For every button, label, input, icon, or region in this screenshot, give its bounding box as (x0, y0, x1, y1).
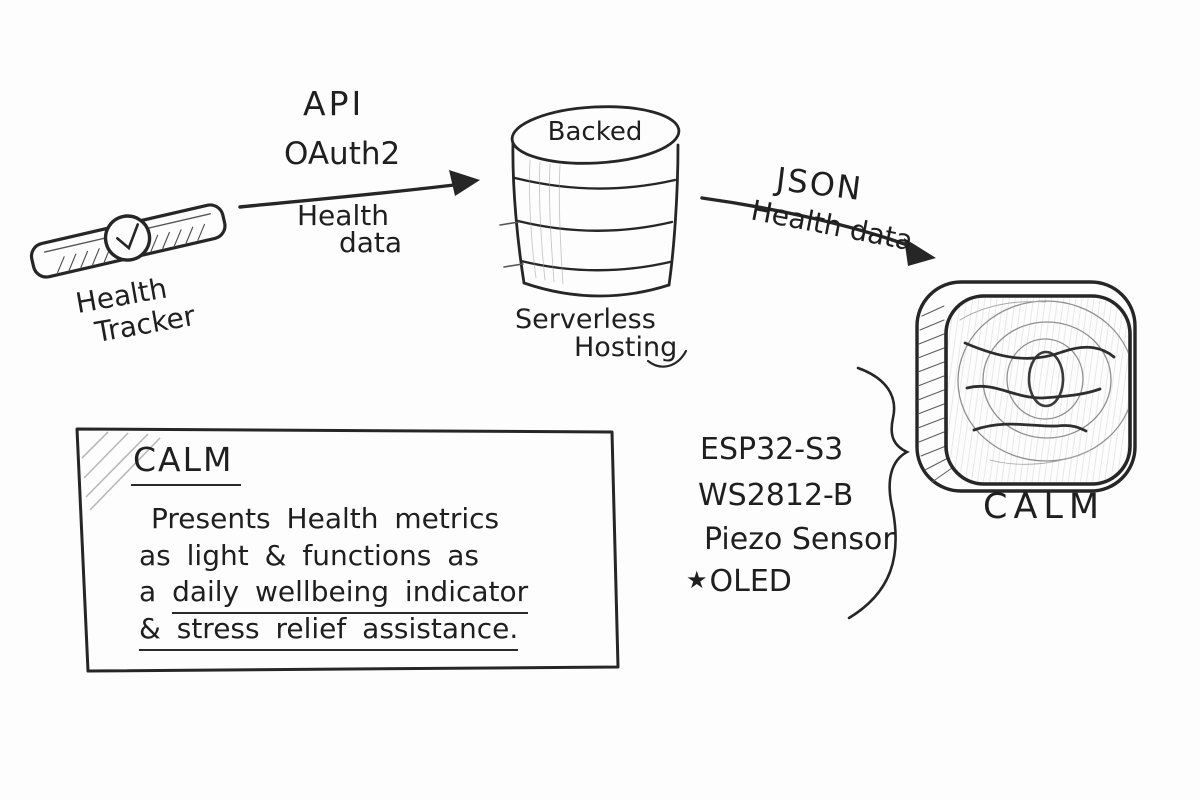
infobox-line3-prefix: a (139, 575, 173, 608)
component-item: ESP32-S3 (700, 432, 844, 467)
smartwatch-icon (29, 203, 227, 279)
oauth2-label: OAuth2 (284, 136, 401, 172)
star-icon: ★ (686, 566, 708, 594)
component-item: WS2812-B (698, 478, 854, 513)
hosting-label-line2: Hosting (574, 332, 678, 363)
flow1-payload-line2: data (339, 226, 403, 259)
device-name-label: CALM (983, 487, 1106, 527)
hosting-label-line1: Serverless (515, 304, 656, 335)
infobox-line1: Presents Health metrics (151, 502, 500, 535)
curly-brace-icon (847, 366, 910, 620)
infobox-line4-underlined: & stress relief assistance. (139, 612, 519, 651)
infobox-line2: as light & functions as (139, 539, 479, 572)
arrow-backend-to-device-icon (700, 196, 936, 266)
component-item: Piezo Sensor (704, 522, 895, 557)
calm-device-icon (915, 280, 1137, 493)
database-cylinder-icon (499, 105, 688, 368)
note-box (75, 427, 620, 673)
infobox-line4: & stress relief assistance. (139, 612, 519, 651)
component-item-label: OLED (709, 564, 792, 599)
flow1-payload-line1: Health (297, 199, 389, 232)
component-item: ★OLED (686, 564, 792, 599)
api-label: API (303, 84, 365, 123)
infobox-title: CALM (131, 440, 242, 486)
database-label: Backed (547, 117, 643, 147)
infobox-line3: a daily wellbeing indicator (139, 575, 529, 614)
arrow-tracker-to-backend-icon (238, 170, 480, 209)
infobox-line3-underlined: daily wellbeing indicator (172, 575, 529, 614)
